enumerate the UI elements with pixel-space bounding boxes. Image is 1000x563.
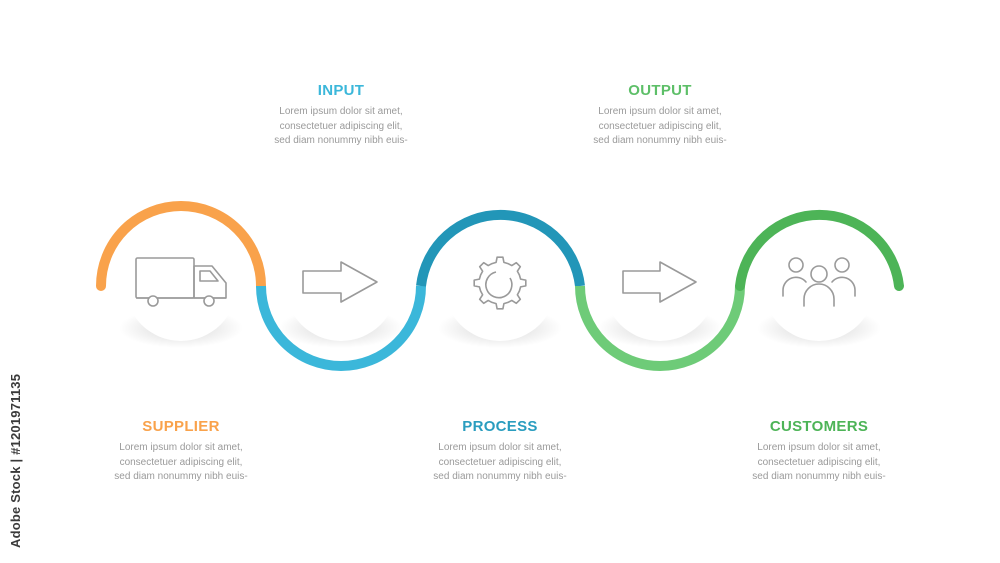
- people-icon: [782, 257, 856, 307]
- step-label-output: OUTPUT: [628, 82, 692, 99]
- step-label-input: INPUT: [317, 82, 365, 99]
- step-label-customers: CUSTOMERS: [769, 418, 869, 435]
- gear-icon: [473, 256, 527, 310]
- step-description-customers: Lorem ipsum dolor sit amet, consectetuer…: [752, 442, 886, 482]
- step-label-supplier: SUPPLIER: [142, 418, 220, 435]
- step-description-input: Lorem ipsum dolor sit amet, consectetuer…: [274, 106, 408, 146]
- arrow-right-icon: [302, 261, 378, 303]
- watermark-text: Adobe Stock | #1201971135: [8, 373, 23, 548]
- step-description-supplier: Lorem ipsum dolor sit amet, consectetuer…: [114, 442, 248, 482]
- step-circle-customers: [763, 229, 875, 341]
- wave-arc-customers: [735, 209, 904, 291]
- arrow-right-icon: [622, 261, 697, 303]
- step-description-output: Lorem ipsum dolor sit amet, consectetuer…: [593, 106, 727, 146]
- step-label-process: PROCESS: [462, 418, 538, 435]
- truck-icon: [135, 257, 227, 307]
- step-circle-output: [604, 229, 716, 341]
- step-circle-supplier: [125, 229, 237, 341]
- wave-arc-process: [416, 209, 585, 287]
- step-circle-process: [444, 229, 556, 341]
- wave-path: [96, 201, 904, 371]
- step-circle-input: [285, 229, 397, 341]
- step-description-process: Lorem ipsum dolor sit amet, consectetuer…: [433, 442, 567, 482]
- wave-arc-supplier: [96, 201, 266, 291]
- wave-arc-output: [575, 285, 745, 371]
- wave-arc-input: [256, 285, 426, 371]
- step-circles: [125, 229, 875, 341]
